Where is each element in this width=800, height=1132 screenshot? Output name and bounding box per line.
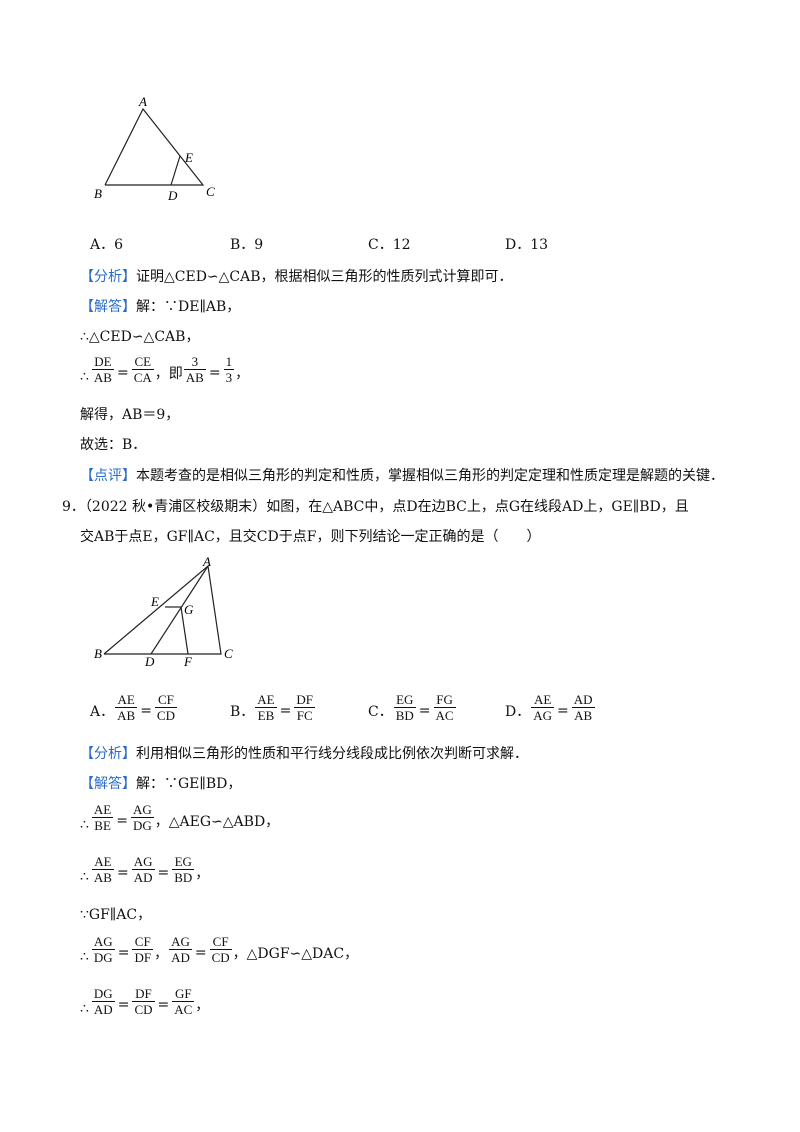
q8-option-c: C．12: [368, 237, 411, 253]
question-9-line1: 9．（2022 秋•青浦区校级期末）如图，在△ABC中，点D在边BC上，点G在线…: [62, 499, 689, 515]
comment-1: 【点评】本题考查的是相似三角形的判定和性质，掌握相似三角形的判定定理和性质定理是…: [80, 466, 724, 486]
analysis-tag: 【分析】: [80, 746, 136, 762]
figure-triangle-abc-2: A B C D E F G: [94, 554, 233, 669]
solution-1-line2: ∴△CED∽△CAB，: [80, 329, 200, 345]
fig2-label-c: C: [224, 646, 233, 661]
question-9-line2: 交AB于点E，GF∥AC，且交CD于点F，则下列结论一定正确的是（ ）: [80, 529, 541, 545]
q8-option-d: D．13: [505, 237, 549, 253]
q8-option-b: B．9: [230, 237, 264, 253]
fig2-segment-ad: [150, 565, 209, 655]
comment-text: 本题考查的是相似三角形的判定和性质，掌握相似三角形的判定定理和性质定理是解题的关…: [136, 468, 724, 484]
solution-1-line4: 解得，AB＝9，: [80, 407, 180, 423]
fig1-label-b: B: [94, 186, 102, 201]
fig2-label-f: F: [183, 654, 193, 669]
fig1-label-c: C: [206, 184, 215, 199]
analysis-text: 证明△CED∽△CAB，根据相似三角形的性质列式计算即可．: [136, 269, 513, 285]
solution-1: 【解答】解：∵DE∥AB，: [80, 297, 240, 317]
analysis-text: 利用相似三角形的性质和平行线分线段成比例依次判断可求解．: [136, 746, 528, 762]
solution-text: 解：∵GE∥BD，: [136, 776, 242, 792]
figure-triangle-abc-1: A B C D E: [94, 94, 215, 203]
fig2-lines: [103, 564, 222, 655]
solution-text: 解：∵DE∥AB，: [136, 299, 241, 315]
solution-tag: 【解答】: [80, 776, 136, 792]
fig1-label-e: E: [184, 150, 193, 165]
fig1-label-a: A: [138, 94, 147, 109]
solution-1-line5: 故选：B．: [80, 437, 147, 453]
fig1-lines: [104, 107, 205, 186]
comment-tag: 【点评】: [80, 468, 136, 484]
fig1-label-d: D: [167, 188, 178, 203]
fig2-label-a: A: [202, 554, 211, 569]
analysis-2: 【分析】利用相似三角形的性质和平行线分线段成比例依次判断可求解．: [80, 744, 528, 764]
solution-2-line4: ∵GF∥AC，: [80, 907, 152, 923]
fig2-label-e: E: [150, 594, 159, 609]
analysis-tag: 【分析】: [80, 269, 136, 285]
fig1-segment-de: [170, 155, 181, 186]
fig2-label-d: D: [144, 654, 155, 669]
analysis-1: 【分析】证明△CED∽△CAB，根据相似三角形的性质列式计算即可．: [80, 267, 513, 287]
q8-option-a: A．6: [90, 237, 124, 253]
fig2-segment-gf: [180, 606, 189, 655]
solution-2: 【解答】解：∵GE∥BD，: [80, 774, 241, 794]
fig2-label-g: G: [184, 602, 194, 617]
therefore-symbol: ∴: [80, 369, 89, 385]
fig2-label-b: B: [94, 646, 102, 661]
solution-tag: 【解答】: [80, 299, 136, 315]
